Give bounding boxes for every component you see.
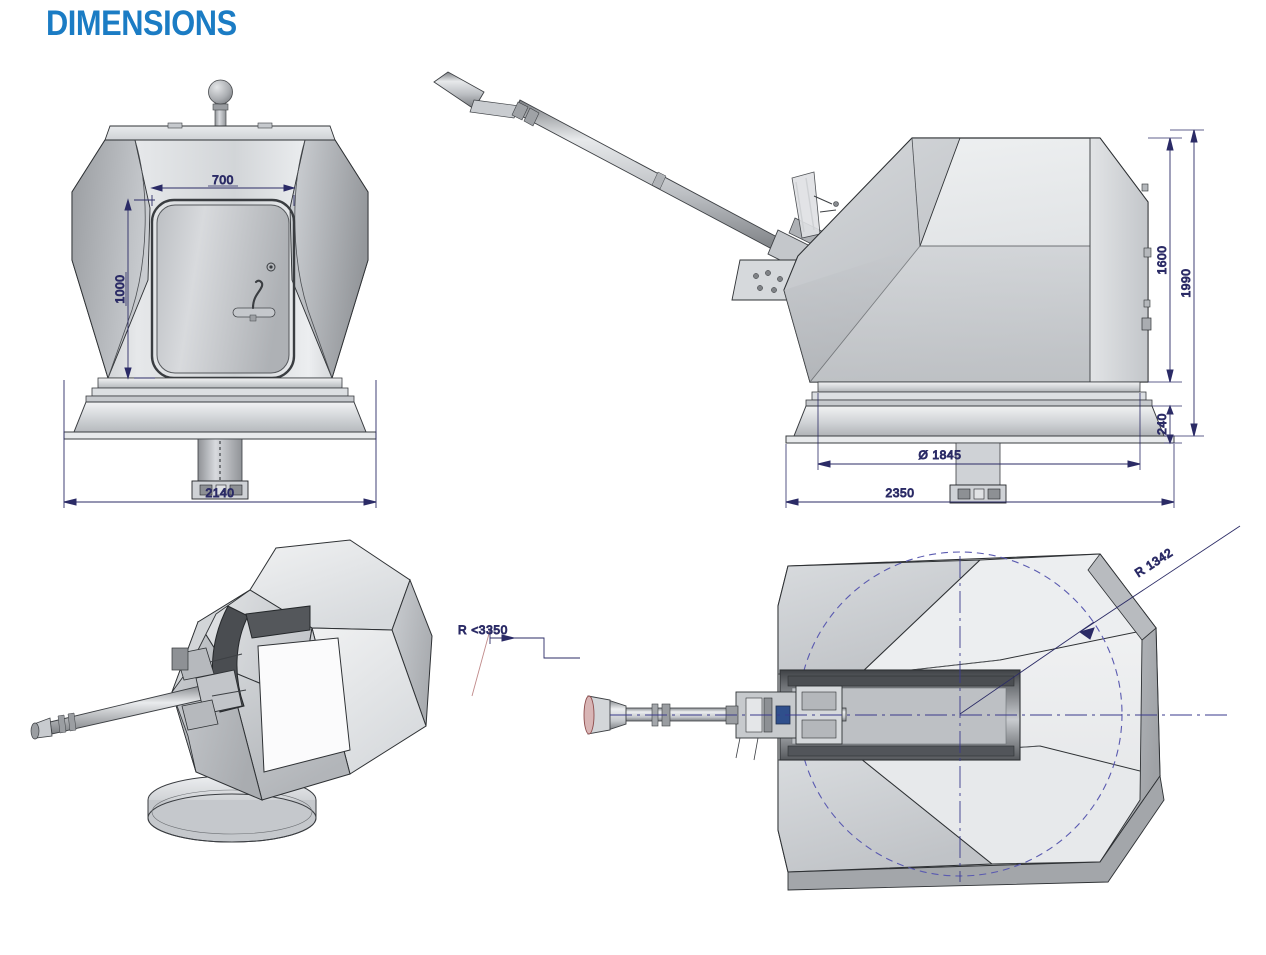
dimension-label-turret-height: 1600: [1155, 245, 1169, 274]
dimension-door-height: 1000: [113, 198, 155, 380]
turret-housing-side: [783, 137, 1152, 383]
dimension-label-door-width: 700: [212, 173, 234, 187]
hoist-mechanism-side: [949, 484, 1007, 504]
dimension-turret-height: 1600: [1148, 137, 1182, 383]
dimension-label-envelope-radius: R 1342: [1132, 545, 1175, 580]
top-plan-view: R 1342 R <3350: [458, 525, 1241, 891]
gun-barrel-assembly: [433, 71, 853, 301]
pedestal-base-side: [785, 381, 1175, 504]
dimension-label-overall-length: 2350: [885, 486, 914, 500]
side-elevation-view: 1600 1990 240 Ø 1845: [433, 71, 1204, 508]
dimension-label-ring-diameter: Ø 1845: [919, 448, 962, 462]
pedestal-base: [63, 377, 377, 500]
dimension-label-overall-height: 1990: [1179, 268, 1193, 297]
page-title: DIMENSIONS: [46, 4, 237, 43]
dimension-door-width: 700: [150, 173, 296, 206]
dimension-ring-diameter: Ø 1845: [817, 393, 1141, 470]
dimension-base-height: 240: [1152, 404, 1182, 445]
hoist-mechanism: [191, 441, 249, 500]
dimension-overall-length: 2350: [785, 444, 1175, 508]
dimension-label-door-height: 1000: [113, 274, 127, 303]
dimension-muzzle-radius: R <3350: [458, 623, 580, 697]
access-door[interactable]: [150, 198, 296, 380]
isometric-perspective-view: [30, 539, 433, 843]
centerlines: [610, 556, 1230, 882]
turret-housing-iso: [171, 539, 433, 801]
gun-barrel-iso: [30, 647, 247, 740]
front-elevation-view: 700 1000 2140: [63, 79, 377, 508]
dimension-label-base-height: 240: [1155, 413, 1169, 435]
dimension-overall-width: 2140: [63, 380, 377, 508]
door-handle-icon: [232, 279, 276, 322]
dimension-label-muzzle-radius: R <3350: [458, 623, 508, 637]
dimension-label-overall-width: 2140: [205, 486, 234, 500]
